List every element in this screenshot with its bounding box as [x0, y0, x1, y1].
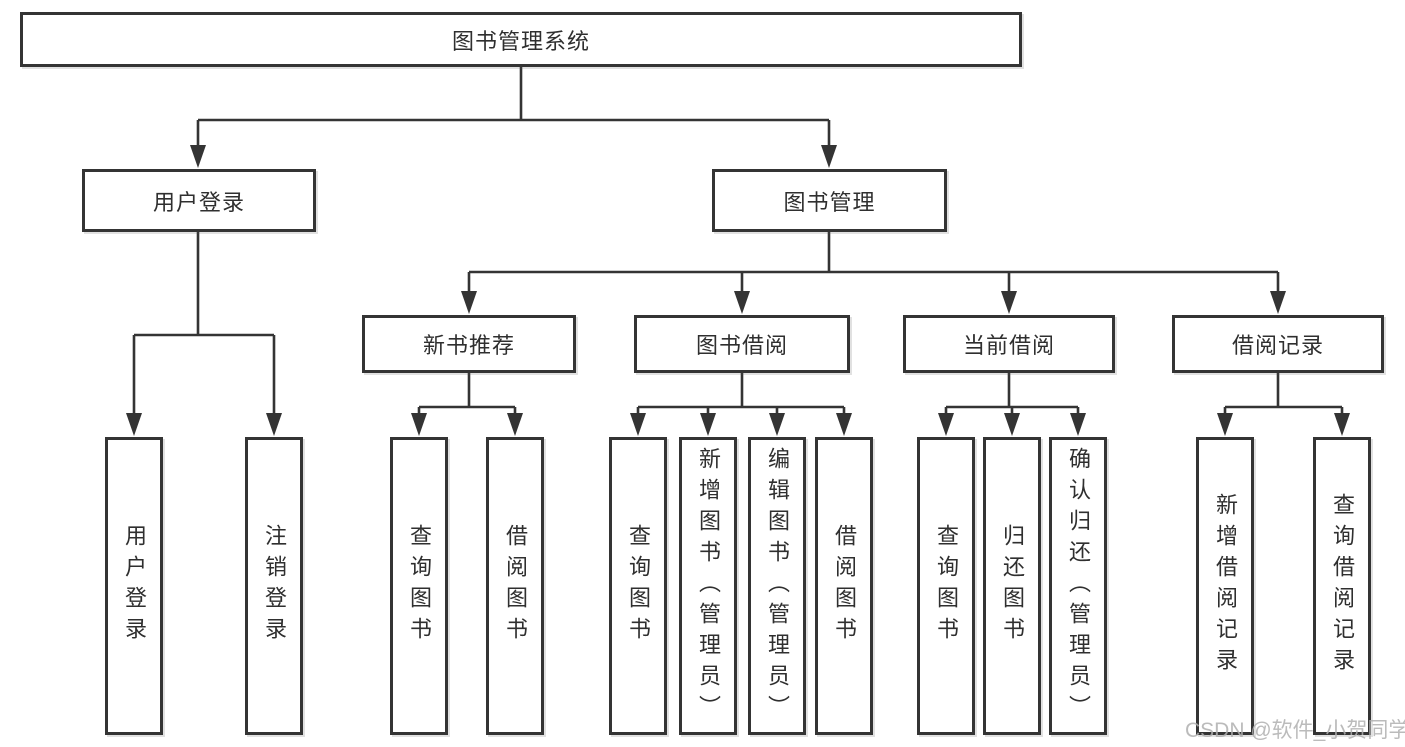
connector-book-borrow-children [630, 373, 852, 436]
node-leaf-add-borrow-record: 新增借阅记录 [1196, 437, 1254, 735]
node-book-borrow: 图书借阅 [634, 315, 850, 373]
node-leaf-borrow-books-1: 借阅图书 [486, 437, 544, 735]
connector-book-management-children [461, 232, 1286, 314]
node-new-book-recommend: 新书推荐 [362, 315, 576, 373]
node-book-management: 图书管理 [712, 169, 947, 232]
node-leaf-return-books: 归还图书 [983, 437, 1041, 735]
connector-user-login-children [126, 232, 282, 436]
node-leaf-query-books-2: 查询图书 [609, 437, 667, 735]
node-leaf-query-books-3: 查询图书 [917, 437, 975, 735]
connector-root-to-branches [190, 67, 837, 168]
csdn-watermark: CSDN @软件_小贺同学 [1185, 719, 1405, 742]
node-user-login: 用户登录 [82, 169, 316, 232]
node-leaf-add-books-admin: 新增图书（管理员） [679, 437, 737, 735]
node-leaf-edit-books-admin: 编辑图书（管理员） [748, 437, 806, 735]
node-current-borrow: 当前借阅 [903, 315, 1115, 373]
connector-borrow-records-children [1217, 373, 1350, 436]
connector-new-book-children [411, 373, 523, 436]
node-leaf-user-login: 用户登录 [105, 437, 163, 735]
node-leaf-query-borrow-record: 查询借阅记录 [1313, 437, 1371, 735]
node-leaf-query-books-1: 查询图书 [390, 437, 448, 735]
node-root: 图书管理系统 [20, 12, 1022, 67]
node-leaf-logout: 注销登录 [245, 437, 303, 735]
node-leaf-borrow-books-2: 借阅图书 [815, 437, 873, 735]
node-borrow-records: 借阅记录 [1172, 315, 1384, 373]
node-leaf-confirm-return-admin: 确认归还（管理员） [1049, 437, 1107, 735]
connector-current-borrow-children [938, 373, 1086, 436]
